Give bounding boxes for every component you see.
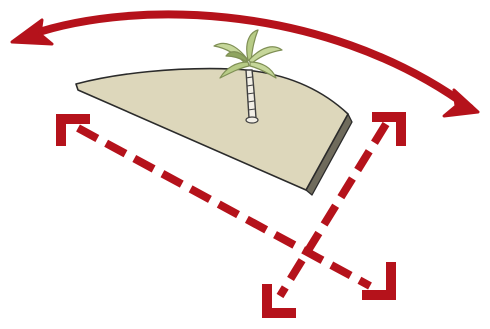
island bbox=[76, 69, 352, 195]
palm-base bbox=[246, 117, 258, 123]
island-top bbox=[76, 69, 348, 190]
arrowhead-b-bottom-left bbox=[262, 284, 296, 318]
